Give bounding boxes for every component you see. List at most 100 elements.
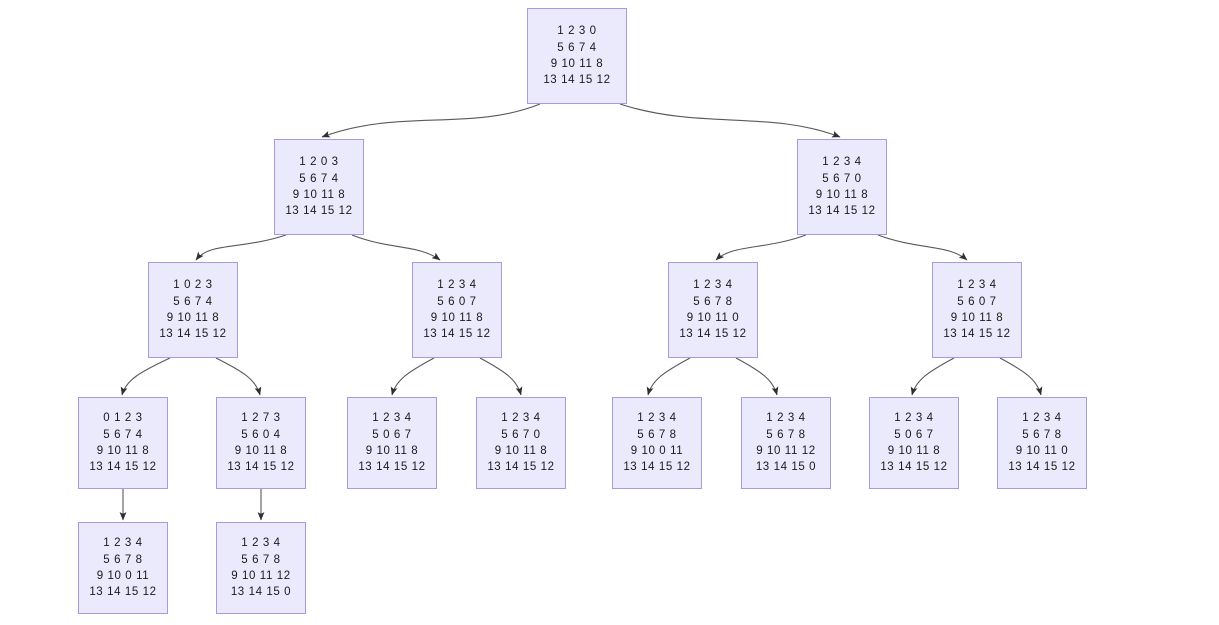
puzzle-row: 5 6 0 4 <box>241 428 281 441</box>
puzzle-row: 1 2 0 3 <box>299 156 339 169</box>
puzzle-row: 0 1 2 3 <box>103 412 143 425</box>
puzzle-row: 13 14 15 12 <box>89 586 157 599</box>
puzzle-row: 13 14 15 12 <box>943 328 1011 341</box>
puzzle-row: 5 6 7 4 <box>299 172 339 185</box>
puzzle-row: 13 14 15 12 <box>543 74 611 87</box>
puzzle-row: 9 10 0 11 <box>630 445 684 457</box>
puzzle-row: 13 14 15 12 <box>285 205 353 218</box>
puzzle-state-node[interactable]: 1 2 3 4 5 6 7 0 9 10 11 8 13 14 15 12 <box>791 138 893 236</box>
tree-edge <box>195 234 287 261</box>
tree-edge <box>215 357 262 396</box>
puzzle-row: 5 6 0 7 <box>437 295 477 308</box>
puzzle-grid: 1 2 3 4 5 6 7 8 9 10 0 11 13 14 15 12 <box>89 535 156 600</box>
puzzle-state-node[interactable]: 1 2 3 4 5 6 7 8 9 10 0 11 13 14 15 12 <box>72 521 174 615</box>
puzzle-row: 1 2 3 4 <box>103 537 143 550</box>
puzzle-row: 9 10 11 8 <box>96 445 150 457</box>
puzzle-grid: 1 2 0 3 5 6 7 4 9 10 11 8 13 14 15 12 <box>285 154 352 219</box>
puzzle-state-node[interactable]: 1 2 3 4 5 6 0 7 9 10 11 8 13 14 15 12 <box>406 261 508 359</box>
puzzle-row: 13 14 15 12 <box>89 461 157 474</box>
puzzle-row: 5 6 7 4 <box>557 41 597 54</box>
puzzle-row: 5 6 7 8 <box>637 428 677 441</box>
puzzle-row: 9 10 11 8 <box>550 58 604 70</box>
puzzle-row: 13 14 15 12 <box>423 328 491 341</box>
puzzle-row: 13 14 15 12 <box>880 461 948 474</box>
puzzle-row: 5 6 7 8 <box>103 553 143 566</box>
puzzle-row: 1 2 7 3 <box>241 412 281 425</box>
puzzle-row: 1 2 3 4 <box>766 412 806 425</box>
puzzle-row: 13 14 15 0 <box>230 586 292 599</box>
puzzle-grid: 0 1 2 3 5 6 7 4 9 10 11 8 13 14 15 12 <box>89 410 156 475</box>
puzzle-grid: 1 2 3 4 5 6 7 8 9 10 0 11 13 14 15 12 <box>623 410 690 475</box>
puzzle-row: 9 10 11 8 <box>815 189 869 201</box>
puzzle-row: 13 14 15 12 <box>487 461 555 474</box>
puzzle-row: 9 10 11 8 <box>430 312 484 324</box>
puzzle-row: 13 14 15 12 <box>159 328 227 341</box>
tree-edge <box>910 357 955 396</box>
tree-edge <box>999 357 1043 396</box>
puzzle-row: 5 6 7 8 <box>1022 428 1062 441</box>
puzzle-row: 13 14 15 12 <box>808 205 876 218</box>
puzzle-state-node[interactable]: 0 1 2 3 5 6 7 4 9 10 11 8 13 14 15 12 <box>72 396 174 490</box>
puzzle-row: 9 10 11 12 <box>756 445 816 457</box>
puzzle-row: 1 2 3 4 <box>693 279 733 292</box>
puzzle-row: 5 6 7 8 <box>241 553 281 566</box>
puzzle-row: 1 2 3 4 <box>637 412 677 425</box>
puzzle-row: 1 0 2 3 <box>173 279 213 292</box>
puzzle-row: 9 10 11 12 <box>231 570 291 582</box>
puzzle-row: 13 14 15 0 <box>755 461 817 474</box>
puzzle-row: 13 14 15 12 <box>623 461 691 474</box>
puzzle-row: 9 10 11 8 <box>494 445 548 457</box>
tree-edge <box>715 234 807 261</box>
puzzle-state-node[interactable]: 1 2 3 4 5 6 7 8 9 10 0 11 13 14 15 12 <box>606 396 708 490</box>
puzzle-state-node[interactable]: 1 2 0 3 5 6 7 4 9 10 11 8 13 14 15 12 <box>268 138 370 236</box>
puzzle-row: 13 14 15 12 <box>679 328 747 341</box>
puzzle-row: 5 6 0 7 <box>957 295 997 308</box>
puzzle-row: 1 2 3 4 <box>437 279 477 292</box>
tree-edge <box>877 234 968 261</box>
puzzle-row: 9 10 11 8 <box>292 189 346 201</box>
puzzle-grid: 1 2 7 3 5 6 0 4 9 10 11 8 13 14 15 12 <box>227 410 294 475</box>
puzzle-row: 5 6 7 0 <box>822 172 862 185</box>
tree-edge <box>619 103 841 138</box>
puzzle-row: 1 2 3 4 <box>822 156 862 169</box>
puzzle-row: 9 10 0 11 <box>96 570 150 582</box>
puzzle-row: 13 14 15 12 <box>227 461 295 474</box>
puzzle-row: 5 0 6 7 <box>372 428 412 441</box>
puzzle-grid: 1 2 3 4 5 6 7 0 9 10 11 8 13 14 15 12 <box>808 154 875 219</box>
puzzle-row: 5 0 6 7 <box>894 428 934 441</box>
puzzle-row: 1 2 3 4 <box>372 412 412 425</box>
tree-edge <box>646 357 691 396</box>
puzzle-row: 13 14 15 12 <box>358 461 426 474</box>
puzzle-row: 1 2 3 4 <box>957 279 997 292</box>
puzzle-grid: 1 2 3 4 5 6 7 8 9 10 11 12 13 14 15 0 <box>756 410 816 475</box>
puzzle-row: 9 10 11 0 <box>1015 445 1069 457</box>
puzzle-state-node[interactable]: 1 2 7 3 5 6 0 4 9 10 11 8 13 14 15 12 <box>210 396 312 490</box>
puzzle-row: 1 2 3 4 <box>501 412 541 425</box>
puzzle-row: 5 6 7 8 <box>766 428 806 441</box>
puzzle-row: 9 10 11 8 <box>166 312 220 324</box>
tree-edge <box>479 357 523 396</box>
puzzle-row: 9 10 11 8 <box>234 445 288 457</box>
puzzle-state-node[interactable]: 1 2 3 4 5 6 7 8 9 10 11 12 13 14 15 0 <box>735 396 837 490</box>
puzzle-row: 5 6 7 8 <box>693 295 733 308</box>
puzzle-row: 5 6 7 4 <box>103 428 143 441</box>
puzzle-row: 1 2 3 4 <box>1022 412 1062 425</box>
puzzle-grid: 1 2 3 4 5 6 0 7 9 10 11 8 13 14 15 12 <box>423 277 490 342</box>
